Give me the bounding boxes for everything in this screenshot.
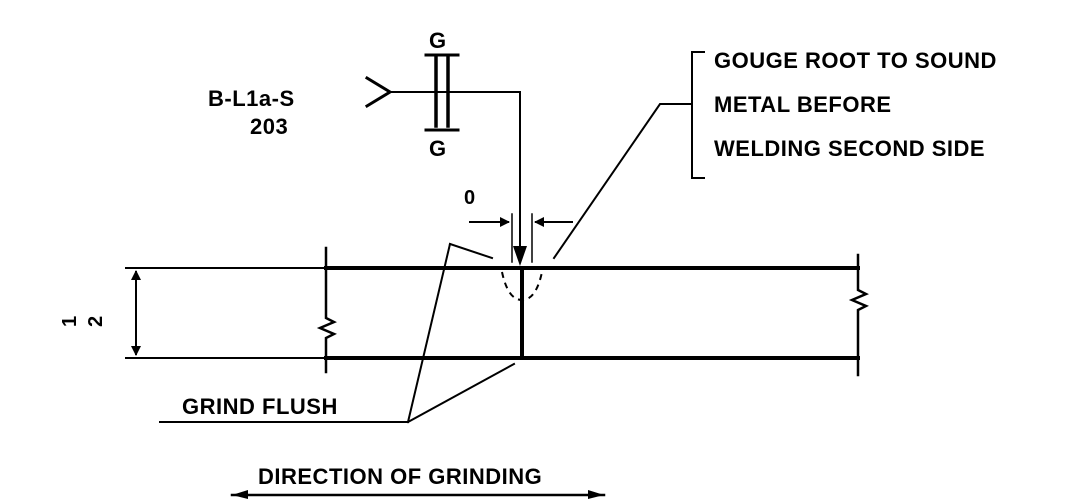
thickness-den: 2	[85, 316, 107, 327]
gouge-note-line-2: METAL BEFORE	[714, 92, 892, 117]
thickness-arrow-bottom	[131, 346, 141, 356]
weld-symbol: B-L1a-S 203 G G	[208, 28, 527, 266]
root-opening-value: 0	[464, 187, 475, 209]
thickness-num: 1	[59, 316, 81, 327]
direction-of-grinding: DIRECTION OF GRINDING	[230, 464, 606, 499]
gouge-leader	[552, 103, 693, 260]
gouge-note-line-3: WELDING SECOND SIDE	[714, 136, 985, 161]
break-line-left	[316, 246, 337, 374]
joint-number: 203	[250, 114, 288, 139]
thickness-arrow-top	[131, 270, 141, 280]
root-opening-arrowhead-right	[534, 217, 544, 227]
joint-designation: B-L1a-S	[208, 86, 295, 111]
arrow-head	[513, 246, 527, 266]
gouge-note-line-1: GOUGE ROOT TO SOUND	[714, 48, 997, 73]
note-bracket	[691, 51, 705, 179]
grind-reference-line	[448, 242, 494, 260]
thickness-dimension: 1 2	[59, 267, 327, 359]
direction-arrowhead-left	[232, 490, 248, 499]
contour-finish-top: G	[429, 28, 447, 53]
grind-flush-note: GRIND FLUSH	[159, 242, 516, 424]
symbol-tail	[364, 75, 393, 109]
contour-finish-bottom: G	[429, 136, 447, 161]
grind-flush-leader-bottom	[406, 362, 516, 424]
base-plates	[316, 242, 869, 377]
thickness-fraction: 1 2	[59, 316, 107, 327]
root-opening-arrowhead-left	[500, 217, 510, 227]
gouge-profile	[501, 271, 543, 302]
direction-label: DIRECTION OF GRINDING	[258, 464, 542, 489]
grind-flush-leader-top	[406, 242, 452, 424]
root-opening-dimension: 0	[464, 187, 573, 263]
direction-arrowhead-right	[588, 490, 604, 499]
gouge-note: GOUGE ROOT TO SOUND METAL BEFORE WELDING…	[552, 48, 997, 260]
grind-flush-label: GRIND FLUSH	[182, 394, 338, 419]
break-line-right	[848, 253, 869, 377]
